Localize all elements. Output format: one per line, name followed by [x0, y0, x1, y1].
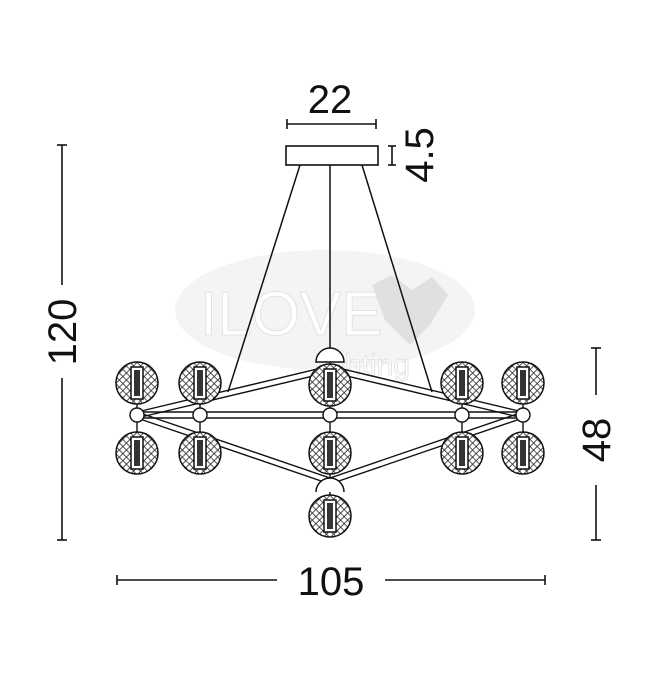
body-height-label: 48	[575, 418, 619, 463]
total-height-label: 120	[41, 299, 85, 366]
canopy-height-label: 4.5	[398, 127, 442, 183]
total-width-label: 105	[298, 560, 365, 604]
heart-icon	[372, 275, 448, 345]
globes	[115, 347, 545, 538]
dimension-lines	[57, 119, 601, 585]
watermark-text: ILOVE	[200, 280, 383, 349]
suspension-wires	[227, 164, 433, 393]
canopy	[285, 145, 379, 166]
canopy-width-label: 22	[308, 78, 353, 122]
